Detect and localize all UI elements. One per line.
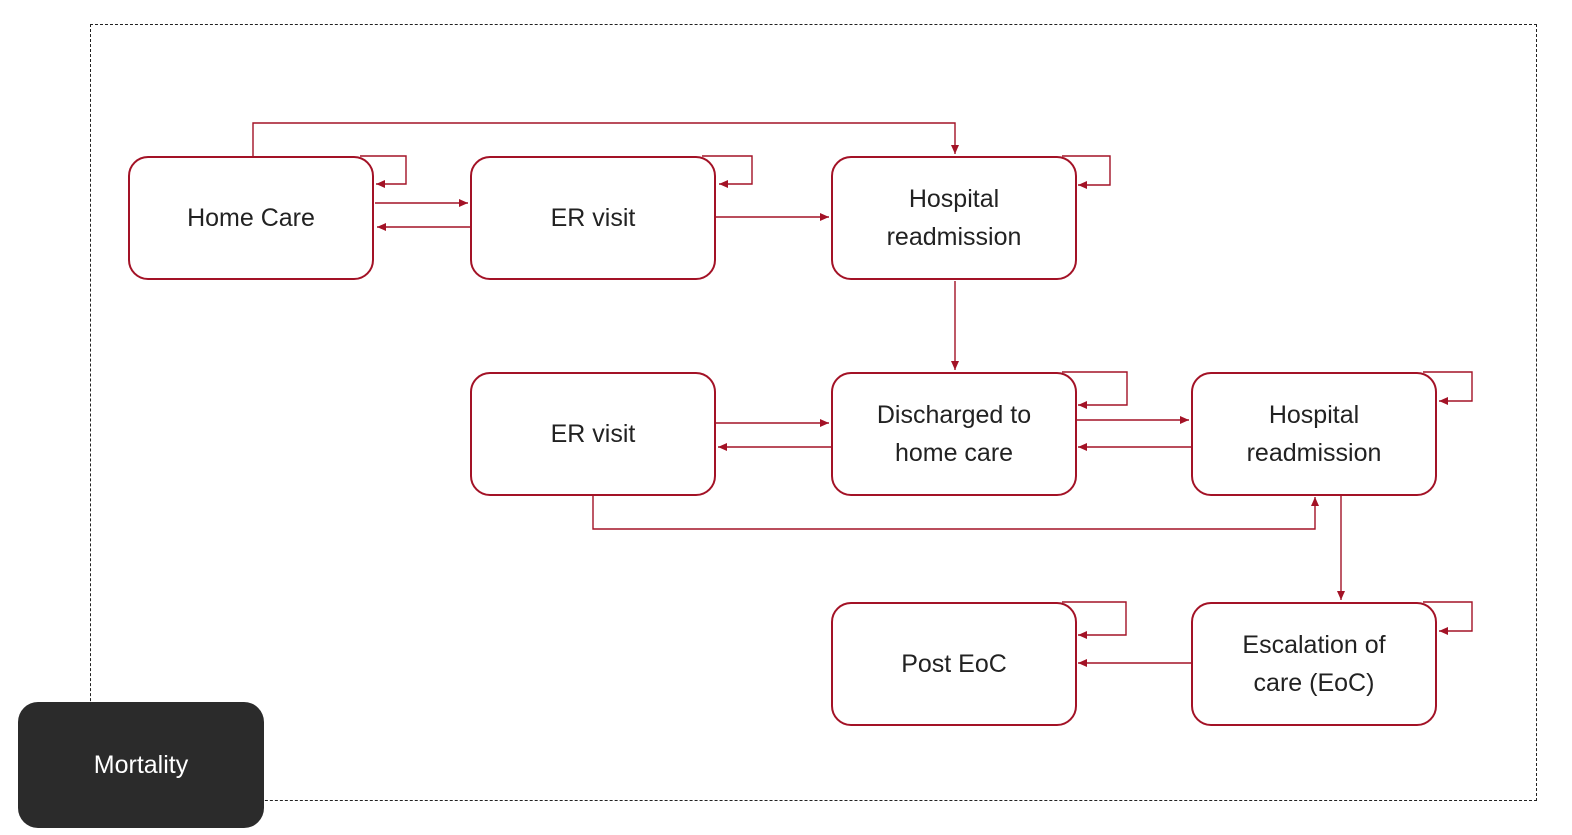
node-home-care-label: Home Care — [187, 204, 315, 232]
node-post-eoc-label: Post EoC — [901, 650, 1007, 678]
selfloop-homecare — [360, 155, 407, 188]
node-er-visit-top: ER visit — [470, 156, 716, 280]
node-post-eoc: Post EoC — [831, 602, 1077, 726]
node-er-visit-middle-label: ER visit — [550, 420, 636, 448]
node-discharged-home-care-label: Discharged to home care — [876, 401, 1032, 467]
node-hospital-readmission-top-label: Hospital readmission — [886, 185, 1022, 251]
selfloop-er1 — [702, 155, 753, 188]
node-er-visit-top-label: ER visit — [550, 204, 636, 232]
selfloop-hospital2 — [1423, 371, 1473, 405]
node-hospital-readmission-middle-label: Hospital readmission — [1246, 401, 1382, 467]
arrow-er2-to-hospital2 — [592, 495, 1319, 530]
node-home-care: Home Care — [128, 156, 374, 280]
node-hospital-readmission-middle: Hospital readmission — [1191, 372, 1437, 496]
node-er-visit-middle: ER visit — [470, 372, 716, 496]
state-boundary-frame — [90, 24, 1537, 801]
node-hospital-readmission-top: Hospital readmission — [831, 156, 1077, 280]
node-escalation-of-care-label: Escalation of care (EoC) — [1242, 631, 1386, 697]
selfloop-hospital1 — [1062, 155, 1111, 189]
arrow-homecare-to-hospital1 — [252, 122, 959, 156]
node-mortality: Mortality — [18, 702, 264, 828]
node-mortality-label: Mortality — [93, 750, 189, 779]
node-escalation-of-care: Escalation of care (EoC) — [1191, 602, 1437, 726]
selfloop-posteoc — [1062, 601, 1127, 639]
selfloop-escalation — [1423, 601, 1473, 635]
node-discharged-home-care: Discharged to home care — [831, 372, 1077, 496]
selfloop-discharged — [1062, 371, 1128, 409]
